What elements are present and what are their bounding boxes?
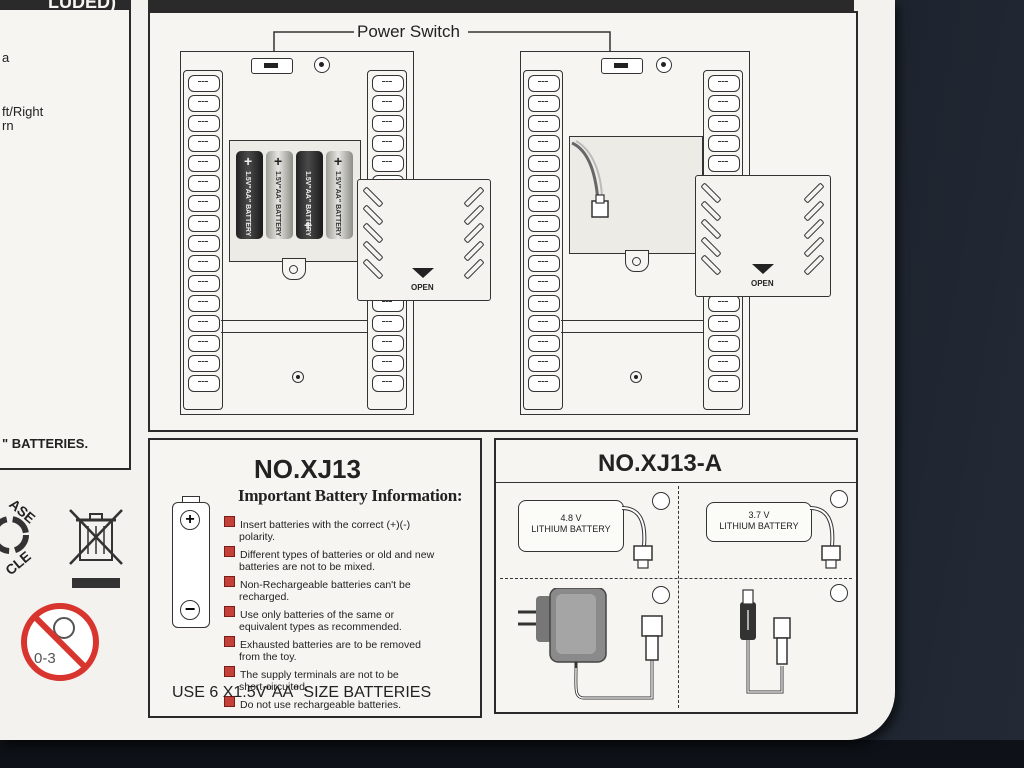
weee-crossed-bin-icon [69,509,123,588]
grid-divider-h [500,578,852,579]
left-panel-batteries-text: " BATTERIES. [2,436,89,451]
xj13a-panel: NO.XJ13-A 4.8 V LITHIUM BATTERY 3.7 V LI… [494,438,858,714]
battery: +1.5V"AA" BATTERY [266,151,293,239]
open-arrow-icon [412,268,434,278]
rule-item: from the toy. [239,650,297,663]
open-arrow-icon [752,264,774,274]
xj13-title: NO.XJ13 [254,454,361,484]
rule-item: Do not use rechargeable batteries. [224,696,474,712]
wall-charger-icon [518,588,663,700]
power-switch-label: Power Switch [354,22,463,42]
screw-hole [630,371,642,383]
rule-item: equivalent types as recommended. [239,620,402,633]
recycle-symbol: ASE CLE [0,495,50,578]
grid-divider-v [678,486,679,708]
left-panel: LUDED) a ft/Right rn " BATTERIES. [0,0,131,470]
left-unit-body: +1.5V"AA" BATTERY +1.5V"AA" BATTERY +1.5… [180,51,414,415]
battery: +1.5V"AA" BATTERY [236,151,263,239]
aa-battery-icon: + − [170,496,210,628]
rule-item: Insert batteries with the correct (+)(-) [224,516,474,532]
battery-lid-left: OPEN [357,179,491,301]
open-label-left: OPEN [411,283,434,292]
battery-wire [571,140,609,218]
title-divider [496,482,856,483]
warning-icon [224,666,235,677]
battery-rules: Insert batteries with the correct (+)(-)… [224,516,474,712]
left-panel-text-2: ft/Right [2,104,44,119]
screw-icon [656,57,672,73]
rule-item: Non-Rechargeable batteries can't be [224,576,474,592]
left-track [183,70,223,410]
lithium-compartment [569,136,703,254]
option-circle [830,490,848,508]
screw-icon [314,57,330,73]
power-switch-right [601,58,643,74]
option-circle [830,584,848,602]
lithium-battery-48v: 4.8 V LITHIUM BATTERY [518,500,624,552]
usb-cable-icon [740,589,791,694]
lithium-battery-37v: 3.7 V LITHIUM BATTERY [706,502,812,542]
left-panel-title: LUDED) [48,0,116,12]
open-label-right: OPEN [751,279,774,288]
rule-item: polarity. [239,530,275,543]
warning-icon [224,546,235,557]
top-strip [148,0,854,13]
instruction-sheet: LUDED) a ft/Right rn " BATTERIES. Power … [0,0,895,740]
xj13-panel: NO.XJ13 Important Battery Information: +… [148,438,482,718]
left-panel-text-3: rn [2,118,14,133]
left-track [523,70,563,410]
rule-item: Different types of batteries or old and … [224,546,474,562]
shadow-edge [0,740,1024,768]
battery-lid-right: OPEN [695,175,831,297]
option-circle [652,586,670,604]
rule-item: Use only batteries of the same or [224,606,474,622]
rule-item: short-circuited. [239,680,308,693]
xj13-footer: USE 6 X1.5V"AA" SIZE BATTERIES [172,684,432,701]
warning-icon [224,696,235,707]
left-panel-text-1: a [2,50,10,65]
battery: +1.5V"AA" BATTERY [296,151,323,239]
battery-connector-icon [621,506,653,569]
battery: +1.5V"AA" BATTERY [326,151,353,239]
left-panel-header [0,0,129,10]
warning-icon [224,576,235,587]
warning-icon [224,516,235,527]
age-warning-icon: 0-3 [20,602,100,682]
rule-item: recharged. [239,590,290,603]
xj13a-title: NO.XJ13-A [598,450,723,477]
warning-icon [224,606,235,617]
battery-diagram-panel: Power Switch [148,11,858,432]
xj13-heading: Important Battery Information: [238,486,463,505]
lid-hook [282,258,306,280]
battery-connector-icon [809,506,841,569]
rule-item: The supply terminals are not to be [224,666,474,682]
power-switch-left [251,58,293,74]
warning-icon [224,636,235,647]
rule-item: batteries are not to be mixed. [239,560,375,573]
option-circle [652,492,670,510]
lid-hook [625,250,649,272]
battery-compartment: +1.5V"AA" BATTERY +1.5V"AA" BATTERY +1.5… [229,140,361,262]
rule-item: Exhausted batteries are to be removed [224,636,474,652]
screw-hole [292,371,304,383]
